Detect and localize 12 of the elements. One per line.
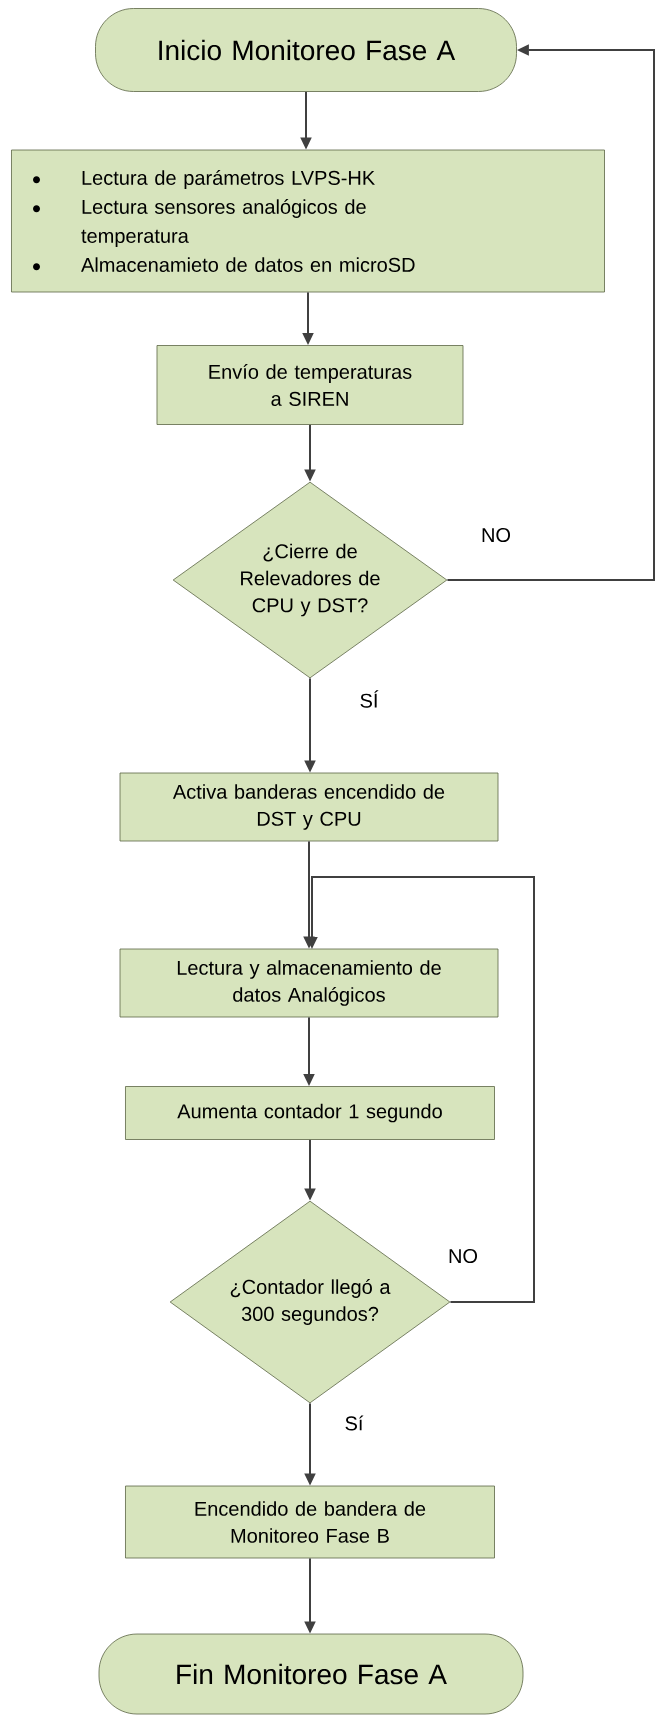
edge-label: Sí xyxy=(342,1413,366,1433)
process-box: Activa banderas encendido de DST y CPU xyxy=(119,772,499,842)
process-box: Lectura de parámetros LVPS-HK Lectura sensores analógicos de temperatura Almacenamieto de datos en microSD xyxy=(11,149,605,293)
edge-label: SÍ xyxy=(357,688,381,710)
process-box: Encendido de bandera de Monitoreo Fase B xyxy=(125,1485,495,1559)
process-box: Aumenta contador 1 segundo xyxy=(125,1086,495,1140)
edge-label: NO xyxy=(479,525,513,545)
arrow xyxy=(446,44,655,581)
terminal-box: Inicio Monitoreo Fase A xyxy=(95,8,517,92)
process-box: Lectura y almacenamiento de datos Analógicos xyxy=(119,948,499,1018)
terminal-box: Fin Monitoreo Fase A xyxy=(98,1633,524,1715)
process-box: Envío de temperaturas a SIREN xyxy=(156,345,464,425)
